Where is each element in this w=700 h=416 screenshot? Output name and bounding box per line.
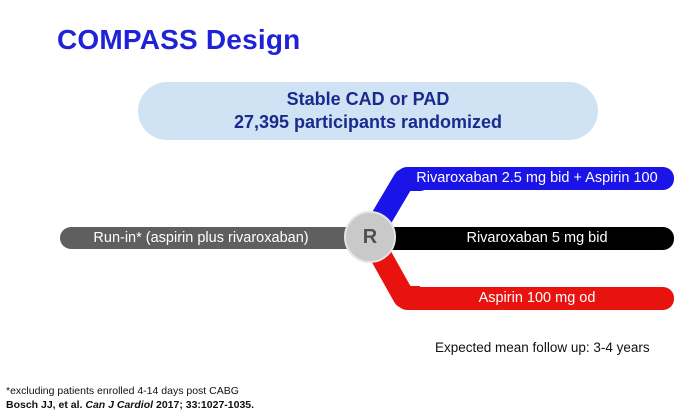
runin-label: Run-in* (aspirin plus rivaroxaban) [93,230,309,246]
runin-bar [60,227,360,249]
randomization-label: R [362,225,378,248]
arm-3-bar [396,287,674,310]
population-line-2: 27,395 participants randomized [233,112,503,132]
citation-authors: Bosch JJ, et al. [6,399,83,411]
population-box: Stable CAD or PAD 27,395 participants ra… [138,82,598,140]
arm-3-label: Aspirin 100 mg od [478,290,596,306]
arm-1-label: Rivaroxaban 2.5 mg bid + Aspirin 100 [416,170,658,186]
citation: Bosch JJ, et al. Can J Cardiol 2017; 33:… [6,398,254,412]
randomization-node: R [344,211,396,263]
followup-note: Expected mean follow up: 3-4 years [435,340,650,355]
arm-1-bar [396,167,674,190]
arm-2-label: Rivaroxaban 5 mg bid [466,230,608,246]
citation-journal: Can J Cardiol [85,399,154,411]
arm-2-bar [372,227,674,250]
slide-title: COMPASS Design [57,24,301,55]
footnote: *excluding patients enrolled 4-14 days p… [6,385,239,397]
citation-details: 2017; 33:1027-1035. [155,399,255,411]
population-line-1: Stable CAD or PAD [286,89,450,109]
